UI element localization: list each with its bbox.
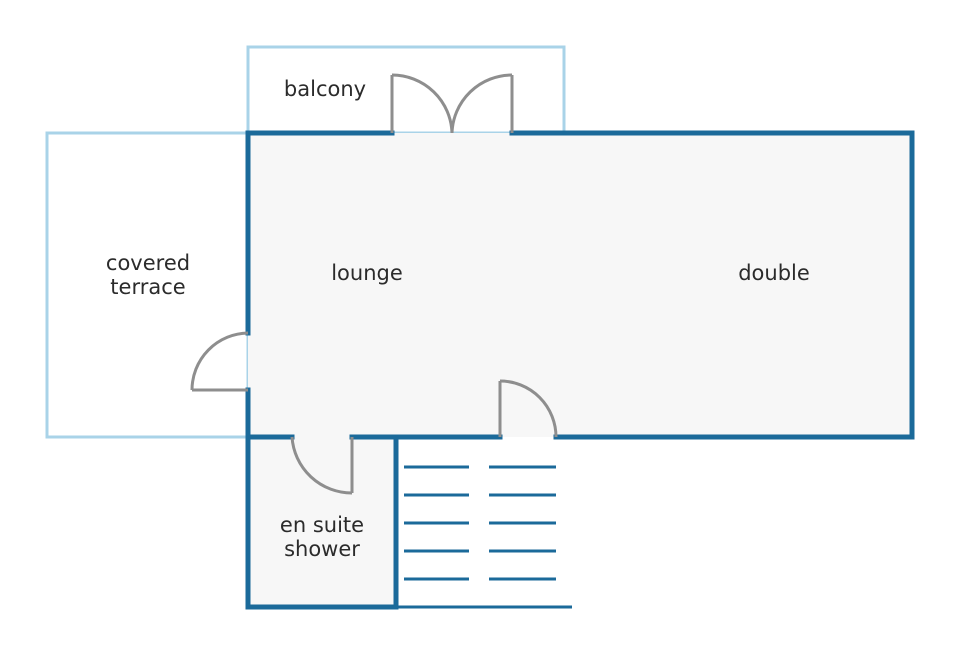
covered-terrace-label-line1: covered <box>106 251 190 275</box>
covered-terrace-label-line2: terrace <box>110 275 185 299</box>
en-suite-floor <box>248 437 396 607</box>
staircase <box>396 465 572 609</box>
en-suite-walls <box>245 434 399 610</box>
door-swing-arc <box>290 436 353 495</box>
lounge-label: lounge <box>331 261 403 285</box>
terrace-door <box>190 331 249 392</box>
door-swing-arc <box>190 331 249 391</box>
doors <box>190 73 558 495</box>
balcony-double-door <box>390 73 514 134</box>
door-swing-arc <box>450 73 513 134</box>
balcony-label: balcony <box>284 77 366 101</box>
door-swing-arc <box>391 73 454 134</box>
stairs-door <box>498 379 558 438</box>
double-label: double <box>738 261 810 285</box>
main-room-floor <box>248 133 912 437</box>
door-swing-arc <box>499 379 558 438</box>
en-suite-label-line2: shower <box>284 537 360 561</box>
main-room-walls <box>245 130 915 440</box>
en-suite-label-line1: en suite <box>280 513 364 537</box>
en-suite-door <box>290 436 354 495</box>
